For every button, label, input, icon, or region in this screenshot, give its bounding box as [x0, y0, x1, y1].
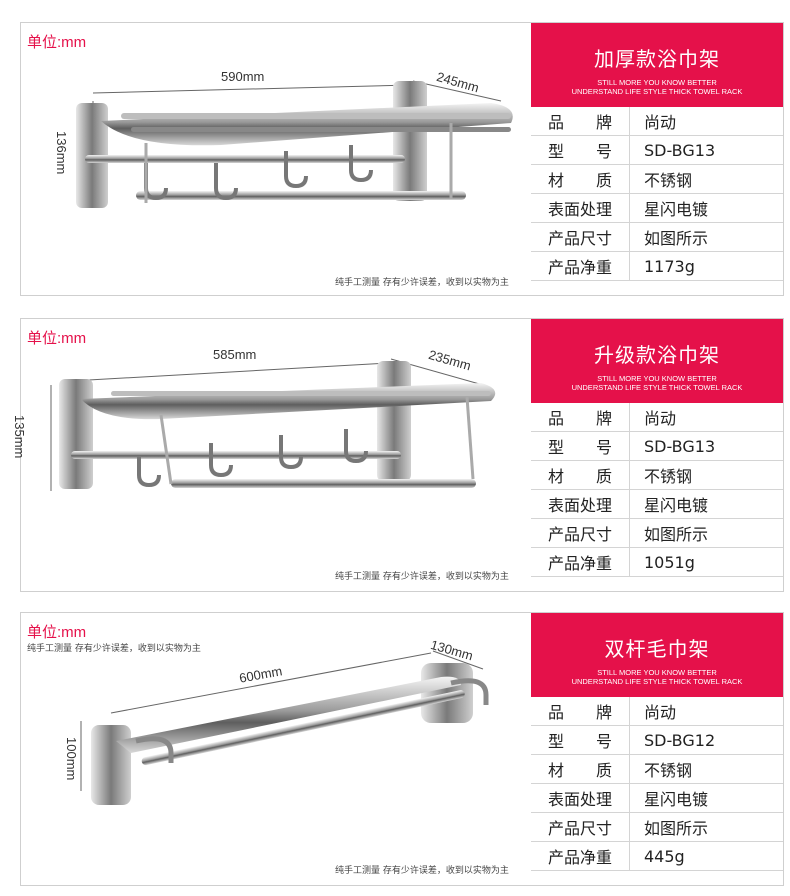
- product-title: 升级款浴巾架: [594, 343, 720, 367]
- product-panel-2: 单位:mm 585mm 235mm 135mm 纯手工测量 存有少许误差，收到以…: [12, 318, 784, 592]
- spec-row: 品 牌尚动: [531, 107, 783, 136]
- spec-value: 尚动: [629, 697, 783, 726]
- towel-rack-image: [80, 650, 489, 805]
- spec-label: 材 质: [531, 164, 630, 194]
- spec-value: 如图所示: [629, 518, 783, 548]
- spec-value: 星闪电镀: [629, 193, 783, 223]
- spec-row: 品 牌尚动: [531, 697, 783, 726]
- product-panel-3: 单位:mm 纯手工测量 存有少许误差，收到以实物为主 600mm 130mm 1…: [20, 612, 784, 886]
- slogan-line-2: UNDERSTAND LIFE STYLE THICK TOWEL RACK: [571, 677, 743, 686]
- spec-value: 1173g: [629, 251, 783, 281]
- spec-value: 445g: [629, 841, 783, 871]
- unit-label: 单位:mm: [27, 624, 87, 641]
- spec-label: 材 质: [531, 754, 630, 784]
- towel-rack-image: [50, 358, 496, 491]
- spec-area: 升级款浴巾架 STILL MORE YOU KNOW BETTER UNDERS…: [531, 319, 783, 591]
- spec-label: 产品尺寸: [531, 222, 630, 252]
- measurement-note: 纯手工测量 存有少许误差，收到以实物为主: [335, 278, 509, 288]
- spec-label: 产品净重: [531, 841, 630, 871]
- spec-value: 尚动: [629, 403, 783, 432]
- spec-row: 产品尺寸如图所示: [531, 812, 783, 842]
- spec-row: 产品尺寸如图所示: [531, 518, 783, 548]
- height-dimension: 135mm: [12, 415, 27, 459]
- diagram-area: 单位:mm 585mm 235mm 135mm 纯手工测量 存有少许误差，收到以…: [12, 319, 531, 591]
- slogan-line-1: STILL MORE YOU KNOW BETTER: [597, 78, 717, 87]
- spec-row: 品 牌尚动: [531, 403, 783, 432]
- measurement-note: 纯手工测量 存有少许误差，收到以实物为主: [335, 572, 509, 582]
- spec-label: 品 牌: [531, 403, 630, 432]
- spec-label: 品 牌: [531, 107, 630, 136]
- unit-label: 单位:mm: [27, 34, 87, 51]
- diagram-area: 单位:mm 纯手工测量 存有少许误差，收到以实物为主 600mm 130mm 1…: [21, 613, 531, 885]
- product-panel-1: 单位:mm: [20, 22, 784, 296]
- slogan-line-1: STILL MORE YOU KNOW BETTER: [597, 374, 717, 383]
- spec-value: 尚动: [629, 107, 783, 136]
- unit-label: 单位:mm: [27, 330, 87, 347]
- spec-area: 双杆毛巾架 STILL MORE YOU KNOW BETTER UNDERST…: [531, 613, 783, 885]
- towel-rack-image: [76, 80, 513, 208]
- spec-row: 材 质不锈钢: [531, 164, 783, 194]
- spec-label: 材 质: [531, 460, 630, 490]
- spec-row: 材 质不锈钢: [531, 460, 783, 490]
- spec-label: 产品尺寸: [531, 812, 630, 842]
- spec-area: 加厚款浴巾架 STILL MORE YOU KNOW BETTER UNDERS…: [531, 23, 783, 295]
- spec-value: 不锈钢: [629, 164, 783, 194]
- spec-value: SD-BG12: [629, 725, 783, 755]
- measurement-note: 纯手工测量 存有少许误差，收到以实物为主: [335, 866, 509, 876]
- spec-row: 表面处理星闪电镀: [531, 489, 783, 519]
- spec-value: SD-BG13: [629, 135, 783, 165]
- width-dimension: 590mm: [221, 69, 265, 84]
- title-banner: 加厚款浴巾架 STILL MORE YOU KNOW BETTER UNDERS…: [531, 23, 783, 107]
- spec-row: 表面处理星闪电镀: [531, 193, 783, 223]
- spec-label: 表面处理: [531, 193, 630, 223]
- spec-value: 1051g: [629, 547, 783, 577]
- spec-label: 品 牌: [531, 697, 630, 726]
- product-title: 加厚款浴巾架: [594, 47, 720, 71]
- spec-value: 不锈钢: [629, 460, 783, 490]
- spec-row: 产品尺寸如图所示: [531, 222, 783, 252]
- spec-value: 如图所示: [629, 222, 783, 252]
- spec-label: 表面处理: [531, 489, 630, 519]
- measurement-note-top: 纯手工测量 存有少许误差，收到以实物为主: [27, 644, 201, 654]
- spec-value: 如图所示: [629, 812, 783, 842]
- width-dimension: 585mm: [213, 347, 257, 362]
- spec-label: 型 号: [531, 725, 630, 755]
- spec-label: 型 号: [531, 135, 630, 165]
- title-banner: 升级款浴巾架 STILL MORE YOU KNOW BETTER UNDERS…: [531, 319, 783, 403]
- product-title: 双杆毛巾架: [604, 637, 710, 661]
- height-dimension: 136mm: [54, 131, 69, 175]
- spec-label: 产品尺寸: [531, 518, 630, 548]
- spec-value: 星闪电镀: [629, 489, 783, 519]
- spec-row: 材 质不锈钢: [531, 754, 783, 784]
- slogan-line-2: UNDERSTAND LIFE STYLE THICK TOWEL RACK: [571, 87, 743, 96]
- title-banner: 双杆毛巾架 STILL MORE YOU KNOW BETTER UNDERST…: [531, 613, 783, 697]
- slogan-line-1: STILL MORE YOU KNOW BETTER: [597, 668, 717, 677]
- spec-value: 不锈钢: [629, 754, 783, 784]
- spec-row: 表面处理星闪电镀: [531, 783, 783, 813]
- slogan-line-2: UNDERSTAND LIFE STYLE THICK TOWEL RACK: [571, 383, 743, 392]
- spec-value: 星闪电镀: [629, 783, 783, 813]
- spec-label: 产品净重: [531, 251, 630, 281]
- spec-label: 产品净重: [531, 547, 630, 577]
- spec-value: SD-BG13: [629, 431, 783, 461]
- spec-label: 表面处理: [531, 783, 630, 813]
- diagram-area: 单位:mm: [21, 23, 531, 295]
- height-dimension: 100mm: [64, 737, 79, 781]
- spec-label: 型 号: [531, 431, 630, 461]
